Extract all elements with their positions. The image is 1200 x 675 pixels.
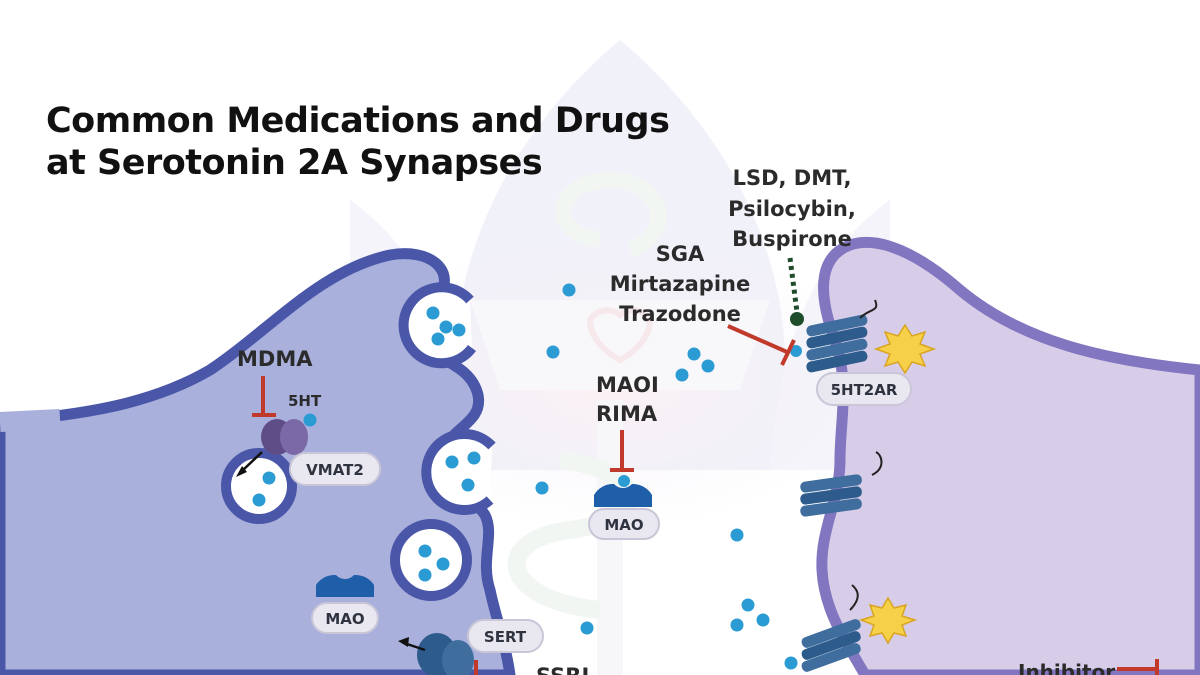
trazodone-label: Trazodone [619, 302, 741, 326]
receptor-icon [806, 299, 878, 373]
vmat2-label: VMAT2 [289, 452, 381, 486]
mdma-label: MDMA [237, 347, 313, 371]
legend-inhibitor-label: Inhibitor [1018, 660, 1115, 675]
maoi-inhibitor-icon [610, 430, 634, 472]
svg-text:MAO: MAO [604, 516, 643, 534]
activation-star-icon [873, 323, 937, 375]
receptor-middle [800, 451, 883, 517]
agonist-line [787, 257, 804, 326]
buspirone-label: Buspirone [732, 227, 852, 251]
activation-star-bottom [858, 596, 918, 645]
title-line-2: at Serotonin 2A Synapses [46, 143, 543, 183]
releasing-vesicle-middle [421, 429, 496, 515]
psilocybin-label: Psilocybin, [728, 197, 856, 221]
vesicle-icon [221, 448, 297, 524]
svg-text:VMAT2: VMAT2 [306, 461, 364, 479]
svg-text:5HT2AR: 5HT2AR [831, 381, 898, 399]
receptor-label: 5HT2AR [816, 372, 912, 406]
serotonin-label: 5HT [288, 392, 322, 410]
maoi-label: MAOI [596, 373, 659, 397]
lsd-dmt-label: LSD, DMT, [733, 166, 852, 190]
storage-vesicle [390, 519, 472, 601]
receptor-bottom [801, 584, 861, 672]
svg-text:MAO: MAO [325, 610, 364, 628]
svg-text:SERT: SERT [484, 628, 527, 646]
releasing-vesicle-top [398, 282, 476, 369]
page-title: Common Medications and Drugs at Serotoni… [46, 100, 686, 184]
sert-label: SERT [467, 619, 544, 653]
title-line-1: Common Medications and Drugs [46, 101, 670, 141]
serotonin-molecules [303, 283, 802, 670]
rima-label: RIMA [596, 402, 658, 426]
antagonist-inhibitor-icon [727, 324, 796, 366]
inhibitor-icon [252, 376, 276, 417]
mao-enzyme-presynaptic: MAO [311, 574, 379, 634]
legend: Inhibitor [1018, 659, 1159, 675]
sga-label: SGA [656, 242, 705, 266]
mao-enzyme-cleft: MAO [588, 483, 660, 540]
ssri-label: SSRI [536, 664, 589, 675]
transporter-icon [398, 633, 474, 675]
mirtazapine-label: Mirtazapine [610, 272, 750, 296]
vmat2-transporter [236, 419, 308, 477]
